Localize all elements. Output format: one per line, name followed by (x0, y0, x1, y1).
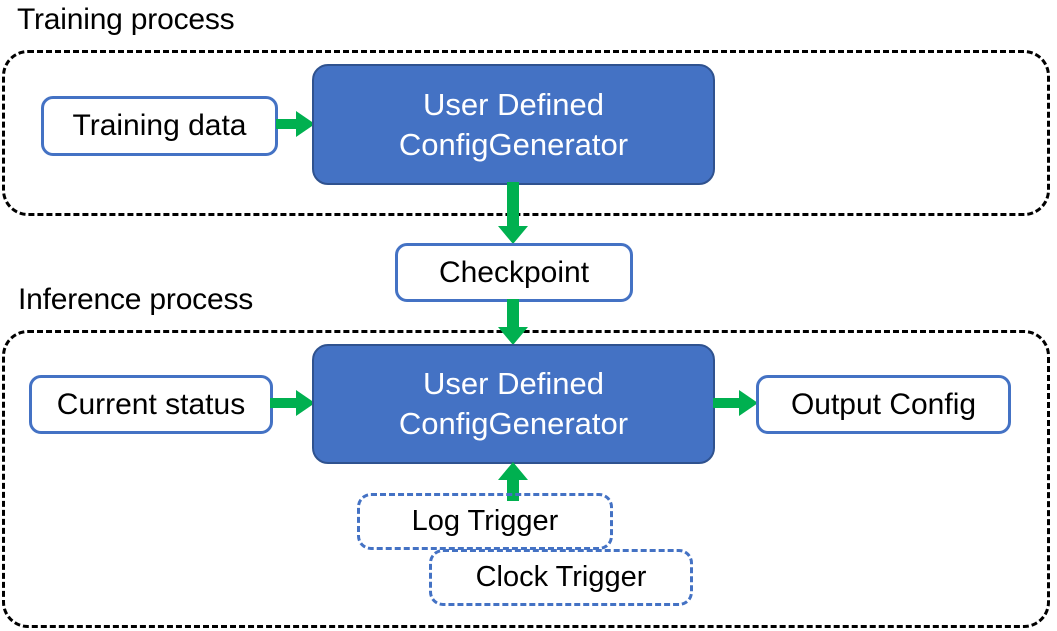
node-training-data-label: Training data (72, 109, 247, 142)
node-current-status[interactable]: Current status (29, 375, 273, 434)
inference-process-label: Inference process (18, 283, 254, 316)
node-generator-training-line2: ConfigGenerator (398, 126, 629, 162)
node-user-defined-configgenerator-inference[interactable]: User Defined ConfigGenerator (312, 344, 715, 464)
arrow-checkpoint-to-generator (497, 299, 529, 346)
node-user-defined-configgenerator-training[interactable]: User Defined ConfigGenerator (312, 64, 715, 185)
arrow-triggers-to-generator (497, 462, 529, 502)
node-clock-trigger-label: Clock Trigger (475, 561, 647, 593)
node-current-status-label: Current status (56, 387, 246, 421)
node-log-trigger[interactable]: Log Trigger (357, 493, 613, 550)
node-checkpoint[interactable]: Checkpoint (395, 243, 633, 302)
node-generator-inference-line1: User Defined (423, 366, 604, 401)
training-process-container (2, 50, 1050, 216)
arrow-current-status-to-generator (270, 389, 316, 417)
node-clock-trigger[interactable]: Clock Trigger (429, 549, 693, 606)
node-output-config-label: Output Config (790, 387, 977, 421)
arrow-generator-to-output-config (713, 389, 759, 417)
arrow-generator-to-checkpoint (497, 182, 529, 245)
node-checkpoint-label: Checkpoint (438, 255, 590, 289)
arrow-training-data-to-generator (276, 110, 316, 138)
node-output-config[interactable]: Output Config (756, 375, 1011, 434)
node-log-trigger-label: Log Trigger (411, 505, 559, 537)
node-training-data[interactable]: Training data (41, 96, 278, 156)
node-generator-inference-line2: ConfigGenerator (398, 406, 629, 441)
node-generator-training-line1: User Defined (423, 86, 604, 122)
inference-process-container (2, 330, 1050, 628)
training-process-label: Training process (17, 3, 235, 36)
